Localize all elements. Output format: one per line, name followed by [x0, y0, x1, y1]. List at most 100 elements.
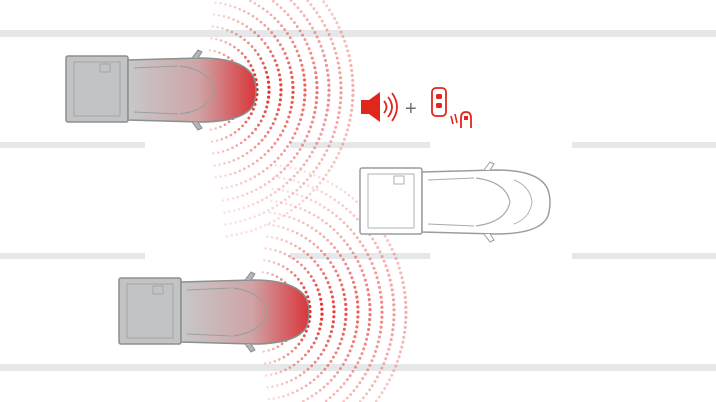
radar-dot — [214, 176, 217, 179]
radar-dot — [264, 70, 269, 74]
radar-dot — [306, 0, 310, 3]
radar-dot — [370, 262, 374, 265]
radar-dot — [296, 260, 299, 264]
radar-dot — [352, 214, 356, 217]
radar-dot — [346, 224, 349, 228]
radar-dot — [370, 384, 374, 388]
radar-dot — [225, 136, 228, 139]
radar-dot — [322, 178, 325, 181]
radar-dot — [307, 130, 311, 134]
radar-dot — [363, 372, 367, 376]
radar-dot — [335, 120, 339, 125]
radar-dot — [226, 28, 229, 32]
radar-dot — [327, 93, 331, 97]
radar-dot — [283, 28, 287, 31]
radar-dot — [310, 150, 314, 154]
radar-dot — [330, 182, 334, 186]
radar-dot — [308, 211, 311, 214]
roof-line — [427, 177, 475, 227]
radar-dot — [320, 157, 324, 161]
radar-dot — [289, 166, 292, 169]
radar-dot — [374, 399, 378, 402]
radar-dot — [365, 392, 369, 396]
radar-dot — [290, 75, 294, 79]
radar-dot — [296, 6, 300, 10]
radar-dot — [404, 310, 408, 314]
radar-dot — [306, 223, 310, 227]
radar-dot — [209, 128, 213, 131]
radar-dot — [259, 57, 263, 61]
radar-dot — [220, 187, 224, 190]
truck-bed — [359, 167, 423, 235]
radar-dot — [315, 35, 319, 39]
radar-dot — [261, 169, 265, 173]
radar-dot — [249, 0, 252, 3]
radar-dot — [366, 288, 370, 292]
radar-dot — [312, 378, 316, 382]
radar-dot — [282, 394, 285, 398]
radar-dot — [298, 247, 302, 250]
radar-dot — [251, 68, 255, 72]
radar-dot — [339, 86, 343, 90]
radar-dot — [339, 367, 342, 370]
radar-dot — [269, 163, 273, 167]
radar-dot — [363, 278, 367, 282]
radar-dot — [308, 22, 312, 26]
radar-dot — [237, 207, 241, 211]
radar-dot — [227, 16, 231, 20]
radar-dot — [276, 20, 280, 24]
radar-dot — [396, 261, 400, 265]
radar-dot — [270, 199, 273, 202]
radar-dot — [256, 200, 260, 204]
radar-dot — [319, 249, 323, 253]
radar-dot — [349, 393, 352, 396]
radar-dot — [276, 345, 280, 349]
radar-dot — [344, 302, 348, 306]
radar-dot — [291, 136, 295, 140]
radar-dot — [230, 234, 234, 237]
radar-dot — [310, 56, 314, 60]
truck-bed-inner — [367, 173, 415, 229]
radar-dot — [280, 382, 284, 386]
radar-dot — [337, 66, 341, 70]
radar-dot — [229, 172, 232, 176]
radar-dot — [383, 234, 387, 238]
radar-dot — [380, 366, 384, 370]
lane-line-2-mid — [290, 142, 430, 148]
radar-dot — [279, 133, 282, 137]
radar-dot — [331, 325, 335, 329]
radar-dot — [266, 386, 269, 389]
radar-dot — [384, 357, 388, 361]
radar-dot — [292, 156, 296, 160]
radar-dot — [269, 50, 273, 54]
radar-dot — [310, 226, 314, 230]
radar-dot — [330, 165, 334, 168]
radar-dot — [404, 305, 408, 309]
radar-dot — [240, 232, 243, 235]
radar-dot — [278, 358, 281, 361]
radar-dot — [239, 35, 242, 39]
radar-dot — [274, 163, 277, 167]
radar-dot — [303, 267, 307, 270]
radar-dot — [288, 215, 291, 219]
radar-dot — [302, 221, 305, 225]
radar-dot — [306, 270, 310, 274]
radar-dot — [310, 364, 314, 368]
radar-dot — [218, 163, 221, 166]
radar-dot — [226, 148, 230, 152]
radar-dot — [367, 293, 371, 297]
lane-line-top — [0, 30, 716, 37]
radar-dot — [403, 295, 407, 299]
radar-dot — [394, 364, 398, 368]
radar-dot — [348, 247, 352, 251]
radar-dot — [278, 213, 282, 216]
radar-dot — [313, 31, 317, 34]
radar-dot — [299, 185, 302, 189]
radar-dot — [319, 322, 323, 326]
radar-dot — [292, 21, 296, 24]
radar-dot — [324, 63, 329, 67]
radar-dot — [304, 290, 308, 294]
radar-dot — [351, 88, 355, 92]
radar-dot — [225, 235, 229, 238]
radar-dot — [327, 33, 331, 36]
